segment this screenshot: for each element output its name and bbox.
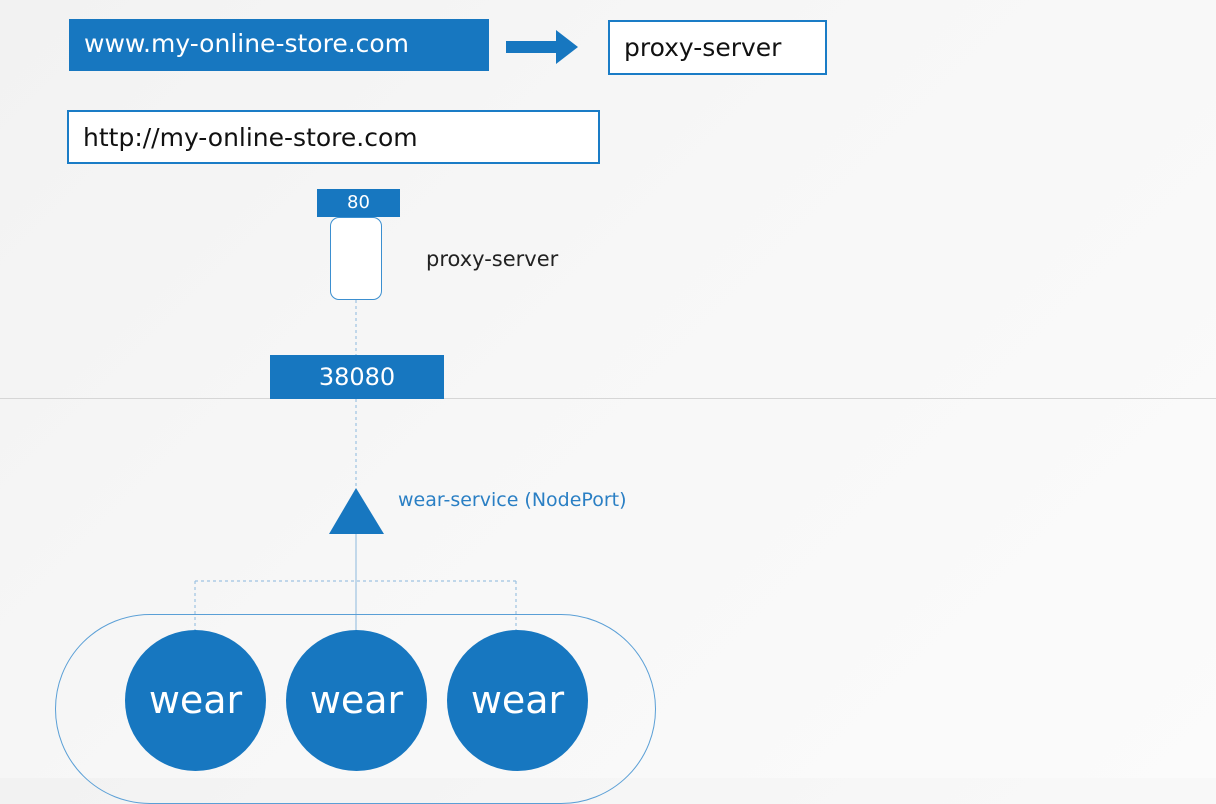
proxy-server-box: proxy-server [608,20,827,75]
url-www-banner: www.my-online-store.com [69,19,489,71]
right-arrow-icon [506,30,578,64]
wear-pod-3: wear [447,630,588,771]
horizontal-divider [0,398,1216,399]
wear-pod-1: wear [125,630,266,771]
port-80-label: 80 [317,189,400,217]
connector-lines [194,300,517,632]
proxy-pod-icon [330,217,382,300]
url-http-box: http://my-online-store.com [67,110,600,164]
proxy-pod-label: proxy-server [426,247,559,271]
service-label: wear-service (NodePort) [398,489,627,511]
wear-pod-2: wear [286,630,427,771]
service-triangle-icon [329,488,384,534]
node-port-label: 38080 [270,355,444,399]
